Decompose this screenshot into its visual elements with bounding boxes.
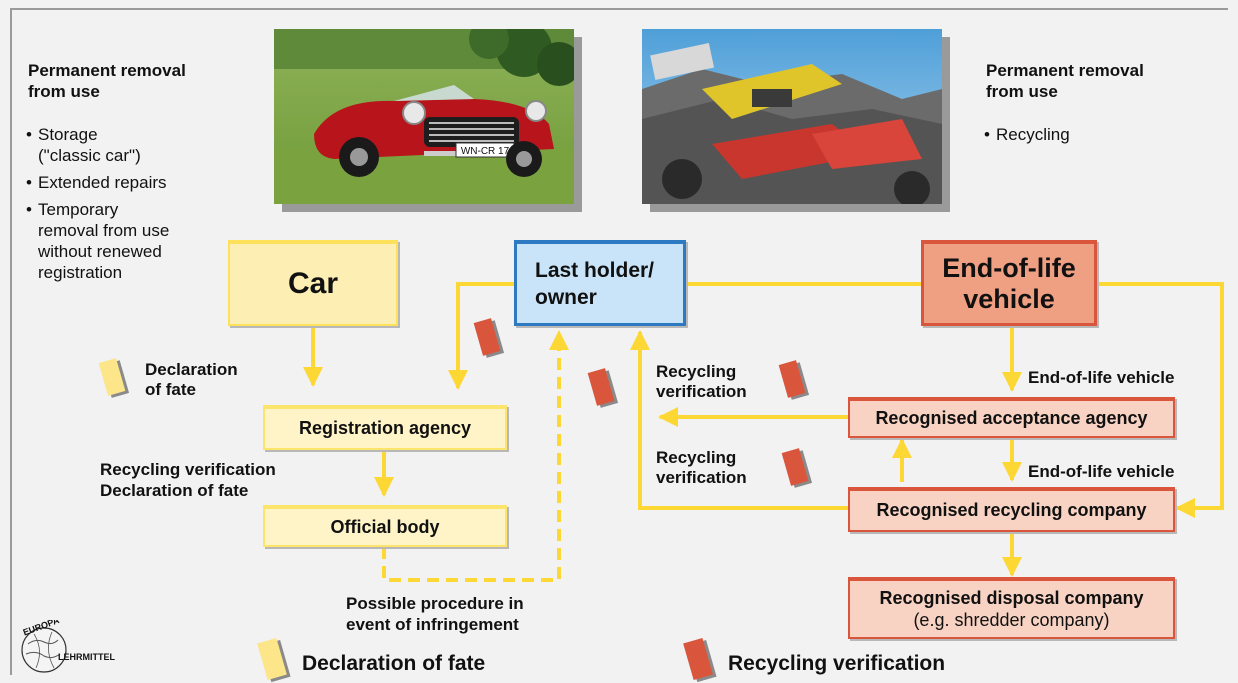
label-declaration-of-fate: Declaration of fate bbox=[145, 360, 238, 399]
arrow-official-to-holder-dashed bbox=[382, 330, 569, 582]
node-disposal-company: Recognised disposal company (e.g. shredd… bbox=[848, 577, 1175, 639]
node-registration-agency: Registration agency bbox=[263, 405, 507, 450]
classic-car-photo: WN-CR 17 bbox=[274, 29, 574, 204]
bullet-recycling: Recycling bbox=[984, 124, 1070, 145]
node-end-of-life-vehicle: End-of-life vehicle bbox=[921, 240, 1097, 326]
arrow-recycling-to-holder bbox=[630, 330, 848, 510]
arrow-endoflife-to-recycling bbox=[1097, 282, 1224, 518]
bullet-temporary-removal: Temporary removal from use without renew… bbox=[26, 199, 216, 283]
label-end-of-life-lower: End-of-life vehicle bbox=[1028, 462, 1175, 481]
license-plate: WN-CR 17 bbox=[461, 146, 510, 157]
arrow-holder-to-registration bbox=[448, 282, 516, 390]
label-rv-df: Recycling verification Declaration of fa… bbox=[100, 460, 276, 500]
right-heading: Permanent removal from use bbox=[986, 61, 1144, 101]
right-bullet-list: Recycling bbox=[984, 124, 1070, 151]
left-heading: Permanent removal from use bbox=[28, 61, 186, 101]
svg-text:LEHRMITTEL: LEHRMITTEL bbox=[58, 652, 115, 662]
label-possible-procedure: Possible procedure in event of infringem… bbox=[346, 594, 524, 634]
node-official-body: Official body bbox=[263, 505, 507, 547]
left-bullet-list: Storage ("classic car") Extended repairs… bbox=[26, 124, 216, 289]
classic-car-illustration: WN-CR 17 bbox=[274, 29, 574, 204]
label-recycling-verification-upper: Recycling verification bbox=[656, 362, 747, 401]
node-acceptance-agency: Recognised acceptance agency bbox=[848, 397, 1175, 438]
bullet-extended-repairs: Extended repairs bbox=[26, 172, 216, 193]
node-last-holder: Last holder/ owner bbox=[514, 240, 686, 326]
scrap-cars-photo bbox=[642, 29, 942, 204]
bullet-storage: Storage ("classic car") bbox=[26, 124, 216, 166]
globe-icon: EUROPA LEHRMITTEL bbox=[21, 615, 115, 673]
node-recycling-company: Recognised recycling company bbox=[848, 487, 1175, 532]
scrap-cars-illustration bbox=[642, 29, 942, 204]
legend-declaration-label: Declaration of fate bbox=[302, 652, 486, 675]
legend-recycling-label: Recycling verification bbox=[728, 652, 946, 675]
node-car: Car bbox=[228, 240, 398, 326]
diagram-frame bbox=[10, 8, 1228, 675]
europa-lehrmittel-logo: EUROPA LEHRMITTEL bbox=[14, 615, 124, 676]
label-end-of-life-upper: End-of-life vehicle bbox=[1028, 368, 1175, 387]
label-recycling-verification-lower: Recycling verification bbox=[656, 448, 747, 487]
